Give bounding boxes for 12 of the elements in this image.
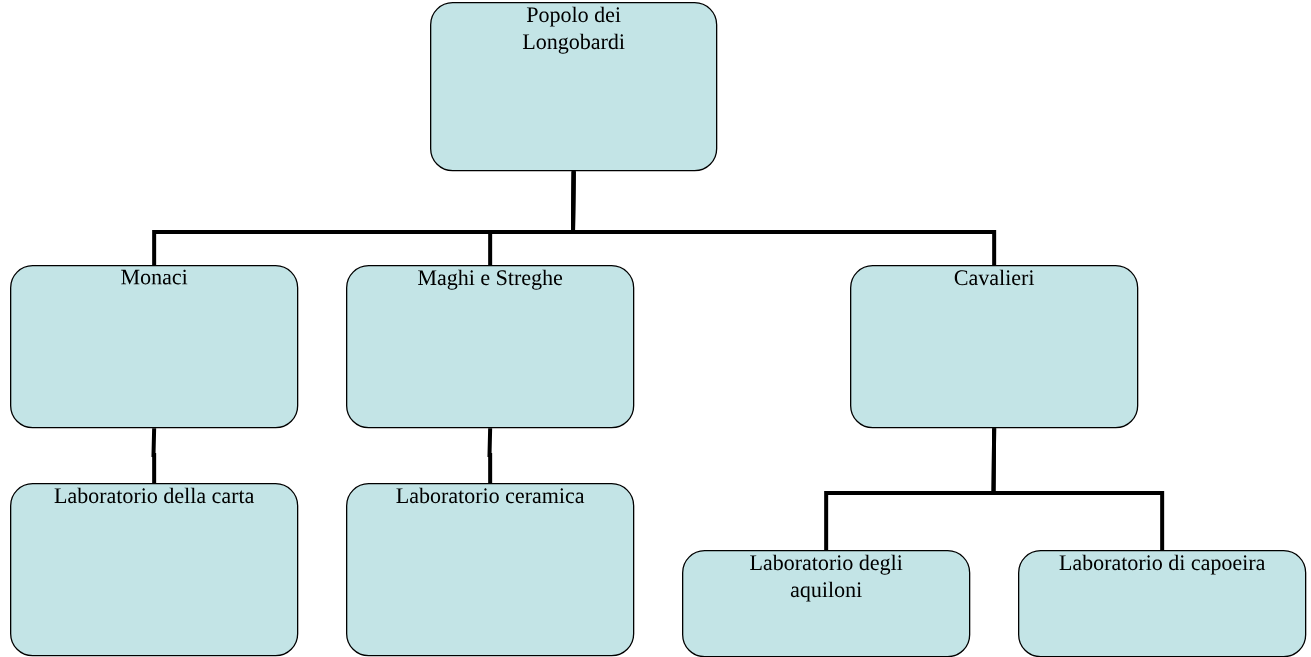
- org-box: Monaci: [10, 265, 299, 429]
- org-box: Popolo dei Longobardi: [430, 2, 718, 172]
- connector-line: [571, 171, 997, 265]
- connector-line: [991, 428, 1165, 550]
- org-box: Laboratorio di capoeira: [1018, 550, 1307, 657]
- org-box: Maghi e Streghe: [346, 265, 635, 429]
- org-box: Laboratorio degli aquiloni: [682, 550, 971, 657]
- org-box: Laboratorio della carta: [10, 483, 299, 657]
- org-box: Laboratorio ceramica: [346, 483, 635, 657]
- connector-line: [151, 428, 157, 483]
- org-box: Cavalieri: [850, 265, 1139, 429]
- connector-line: [487, 428, 493, 483]
